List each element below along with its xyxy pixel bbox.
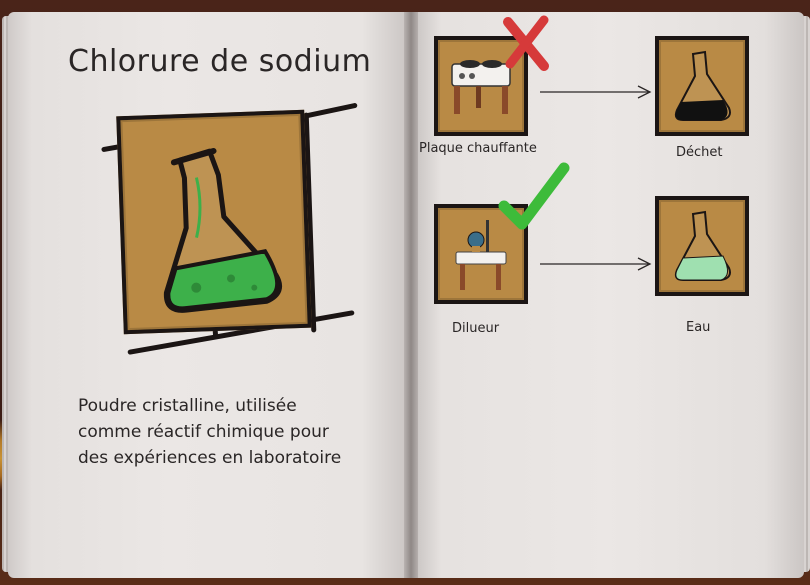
red-x-icon [503, 15, 549, 71]
station-label: Plaque chauffante [419, 141, 537, 156]
description-line: des expériences en laboratoire [78, 448, 342, 468]
arrow-right-icon [540, 257, 652, 271]
light-green-flask-icon [674, 210, 731, 281]
page-edges-right [800, 16, 810, 572]
page-edges-left [2, 16, 12, 572]
hot-plate-icon [451, 60, 511, 114]
result-label: Eau [686, 320, 711, 335]
item-title: Chlorure de sodium [68, 44, 372, 79]
item-description: Poudre cristalline, utilisée comme réact… [78, 393, 398, 471]
book-spine [404, 12, 418, 578]
diluter-icon [455, 220, 507, 290]
result-label: Déchet [676, 145, 723, 160]
item-icon-frame [116, 109, 312, 335]
result-frame-waste[interactable] [655, 36, 749, 136]
result-frame-water[interactable] [655, 196, 749, 296]
green-flask-icon [163, 147, 283, 313]
green-check-icon [498, 162, 570, 230]
arrow-right-icon [540, 85, 652, 99]
station-frame-hot-plate[interactable] [434, 36, 528, 136]
station-label: Dilueur [452, 321, 500, 336]
black-flask-icon [674, 50, 731, 121]
description-line: comme réactif chimique pour [78, 422, 329, 442]
description-line: Poudre cristalline, utilisée [78, 396, 297, 416]
